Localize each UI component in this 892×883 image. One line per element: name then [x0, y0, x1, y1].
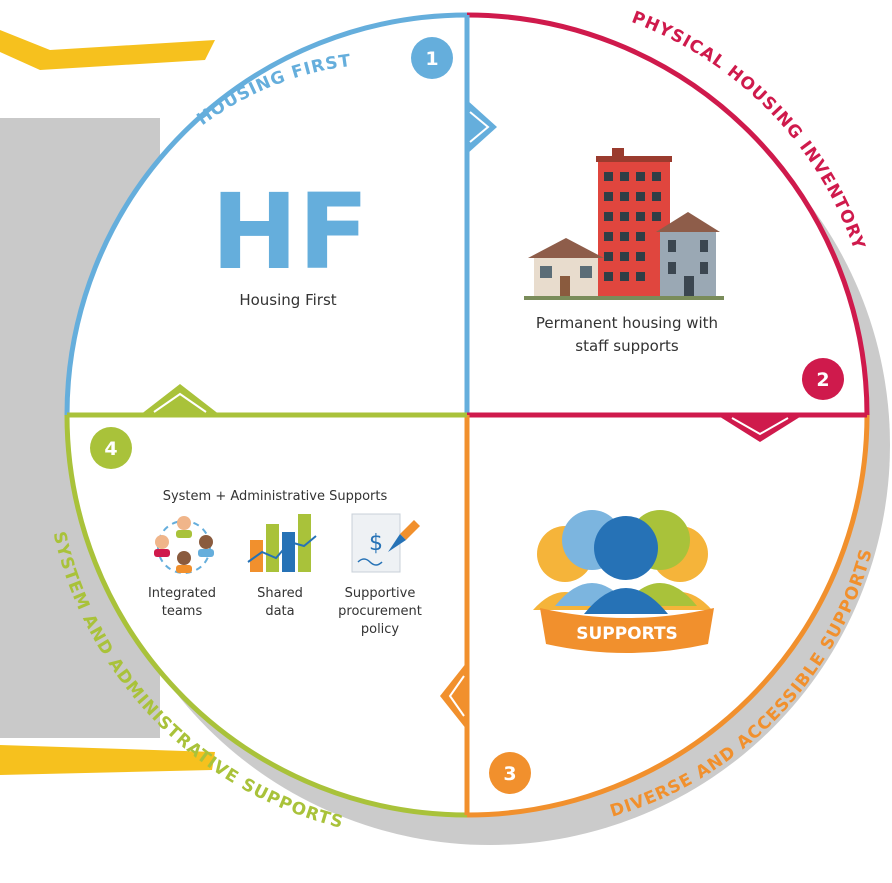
flow-arrow-q3-to-q4	[440, 662, 467, 730]
flow-arrow-q2-to-q3	[717, 415, 803, 442]
svg-text:$: $	[369, 531, 383, 556]
badge-1: 1	[411, 37, 453, 79]
system-item-2-line-2: data	[265, 604, 294, 619]
flow-arrow-q1-to-q2	[467, 100, 497, 154]
supports-people-icon	[533, 510, 712, 614]
svg-text:4: 4	[104, 438, 117, 460]
hf-acronym: HF	[211, 171, 369, 293]
flow-arrow-q4-to-q1	[140, 384, 220, 415]
svg-text:1: 1	[425, 48, 438, 70]
svg-text:2: 2	[816, 369, 829, 391]
svg-text:3: 3	[503, 763, 516, 785]
bar-chart-icon	[247, 514, 317, 572]
yellow-accent-bottom	[0, 745, 215, 775]
housing-caption-line-1: Permanent housing with	[536, 314, 718, 332]
badge-4: 4	[90, 427, 132, 469]
yellow-accent-top	[0, 30, 215, 70]
system-item-1-line-1: Integrated	[148, 586, 216, 601]
quadrant-1-arc	[64, 12, 468, 416]
quadrant-4-arc	[64, 414, 468, 818]
system-heading: System + Administrative Supports	[163, 489, 388, 504]
buildings-icon	[524, 148, 724, 300]
supports-banner: SUPPORTS	[540, 608, 714, 653]
housing-caption-line-2: staff supports	[575, 337, 679, 355]
team-icon	[154, 516, 214, 574]
system-item-3-line-2: procurement	[338, 604, 422, 619]
policy-document-icon: $	[351, 513, 420, 573]
quadrant-3-arc	[466, 414, 870, 818]
svg-text:SUPPORTS: SUPPORTS	[576, 624, 678, 644]
system-item-3-line-3: policy	[361, 622, 400, 637]
badge-2: 2	[802, 358, 844, 400]
system-item-1-line-2: teams	[162, 604, 203, 619]
system-item-3-line-1: Supportive	[345, 586, 416, 601]
badge-3: 3	[489, 752, 531, 794]
system-item-2-line-1: Shared	[257, 586, 303, 601]
hf-caption: Housing First	[239, 291, 336, 309]
quadrant-2-arc	[466, 12, 870, 416]
